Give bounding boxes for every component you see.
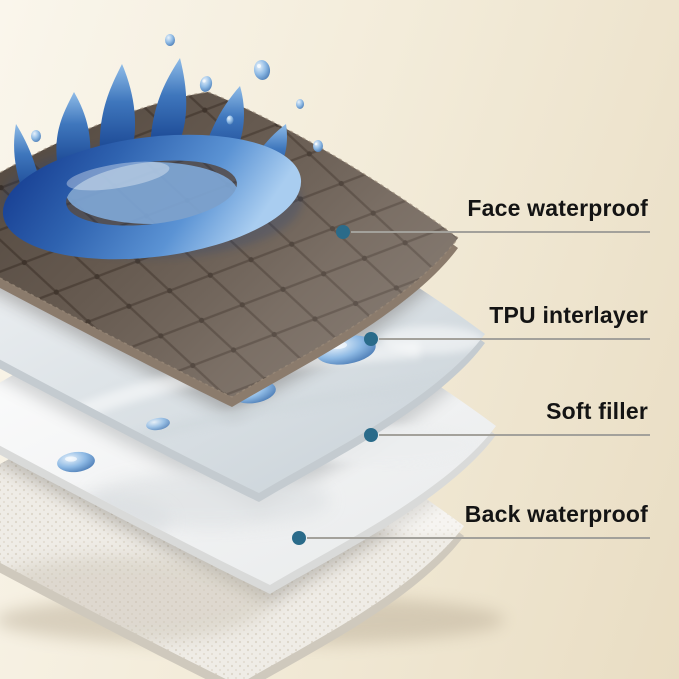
callout-soft-filler: Soft filler xyxy=(364,390,650,442)
leader-line xyxy=(307,537,650,539)
callout-tpu-interlayer: TPU interlayer xyxy=(364,294,650,346)
leader-line xyxy=(351,231,650,233)
leader-dot xyxy=(292,531,306,545)
layer-label-face: Face waterproof xyxy=(467,195,648,221)
leader-line xyxy=(379,338,650,340)
leader-dot xyxy=(336,225,350,239)
water-droplet xyxy=(57,451,95,473)
leader-dot xyxy=(364,332,378,346)
layer-label-back: Back waterproof xyxy=(464,501,648,527)
leader-line xyxy=(379,434,650,436)
water-splash xyxy=(2,34,323,260)
callout-face-waterproof: Face waterproof xyxy=(336,187,650,239)
layer-label-filler: Soft filler xyxy=(546,398,648,424)
leader-dot xyxy=(364,428,378,442)
callout-back-waterproof: Back waterproof xyxy=(292,493,650,545)
layer-label-tpu: TPU interlayer xyxy=(489,302,648,328)
